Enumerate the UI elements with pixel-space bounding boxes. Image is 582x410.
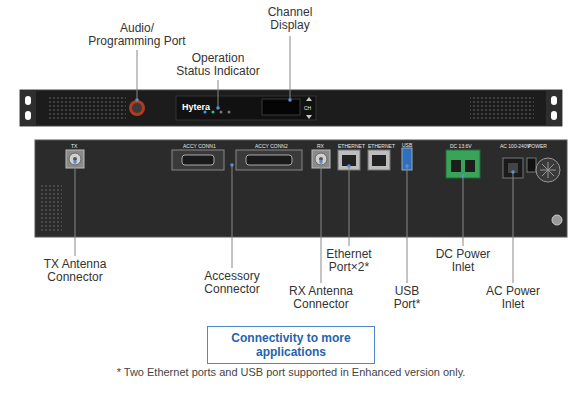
callout-label: Accessory Connector	[200, 270, 265, 296]
panel-marking: TX	[71, 143, 77, 149]
panel-marking: AC 100-240V	[500, 143, 530, 149]
footnote: * Two Ethernet ports and USB port suppor…	[31, 366, 551, 379]
rear-panel	[35, 140, 567, 237]
callout-label: Audio/ Programming Port	[85, 22, 190, 48]
callout-label: DC Power Inlet	[434, 248, 492, 274]
callout-label: Channel Display	[260, 6, 320, 32]
button-label: CH	[304, 105, 311, 111]
callout-label: USB Port*	[392, 285, 422, 311]
callout-label: Ethernet Port×2*	[319, 248, 379, 274]
highlight-box: Connectivity to more applications	[207, 326, 375, 364]
leader-lines	[73, 36, 515, 283]
callout-label: RX Antenna Connector	[285, 285, 357, 311]
panel-marking: ACCY CONN1	[183, 143, 216, 149]
callout-label: AC Power Inlet	[484, 285, 542, 311]
panel-marking: RX	[317, 143, 324, 149]
panel-marking: USB	[402, 142, 412, 148]
front-panel	[20, 90, 562, 126]
panel-marking: ETHERNET	[368, 143, 395, 149]
panel-marking: ETHERNET	[338, 143, 365, 149]
box-text: Connectivity to more applications	[214, 331, 368, 359]
panel-marking: ACCY CONN2	[255, 143, 288, 149]
panel-marking: POWER	[528, 143, 547, 149]
brand-mark: Hytera	[182, 102, 210, 112]
callout-label: TX Antenna Connector	[40, 258, 110, 284]
panel-marking: DC 13.6V	[450, 143, 472, 149]
callout-label: Operation Status Indicator	[174, 52, 262, 78]
